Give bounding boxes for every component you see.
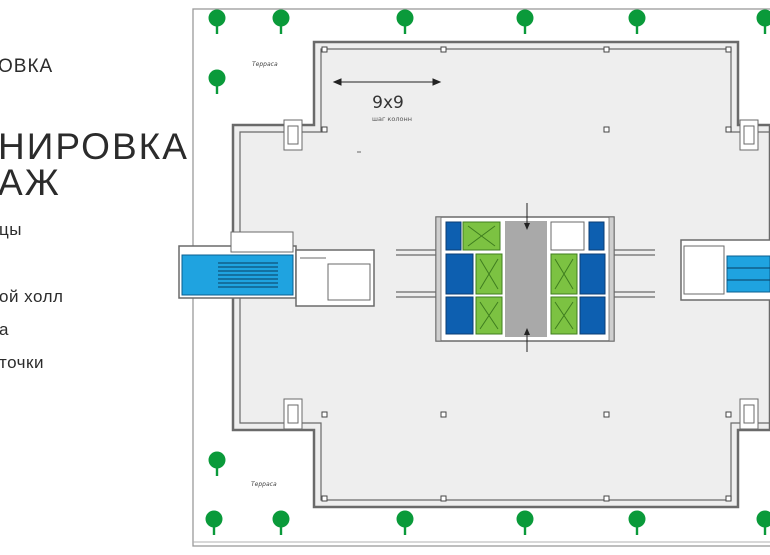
legend-item-points: точки: [0, 353, 44, 372]
legend-item-stairs: цы: [0, 220, 22, 239]
elevator-left-3: [445, 296, 474, 335]
elevator-left-2: [445, 253, 474, 295]
right-stair-annex: [680, 239, 770, 301]
stair-right: [726, 255, 770, 293]
terrace-label-top: Терраса: [252, 61, 278, 68]
lift-hall-corridor: [505, 221, 547, 337]
left-stair-annex: [178, 231, 375, 307]
legend-item-lift-hall: ой холл: [0, 287, 64, 306]
elevator-right-1: [588, 221, 605, 251]
legend-subtitle: ОВКА: [0, 56, 54, 77]
terrace-label-bottom: Терраса: [251, 481, 277, 488]
column-grid-dimension: [332, 78, 442, 86]
legend-title-line1: НИРОВКА: [0, 126, 189, 167]
elevator-left-1: [445, 221, 462, 251]
legend-title-line2: АЖ: [0, 162, 61, 203]
legend-item-a: а: [0, 320, 9, 339]
core-room-right-top: [550, 221, 585, 251]
dimension-caption: шаг колонн: [372, 115, 412, 123]
dimension-label: 9x9: [372, 93, 404, 113]
elevator-right-3: [579, 296, 606, 335]
central-core: [435, 203, 615, 352]
legend-panel: ОВКА НИРОВКА АЖ цы ой холл а точки: [0, 0, 190, 555]
elevator-right-2: [579, 253, 606, 295]
